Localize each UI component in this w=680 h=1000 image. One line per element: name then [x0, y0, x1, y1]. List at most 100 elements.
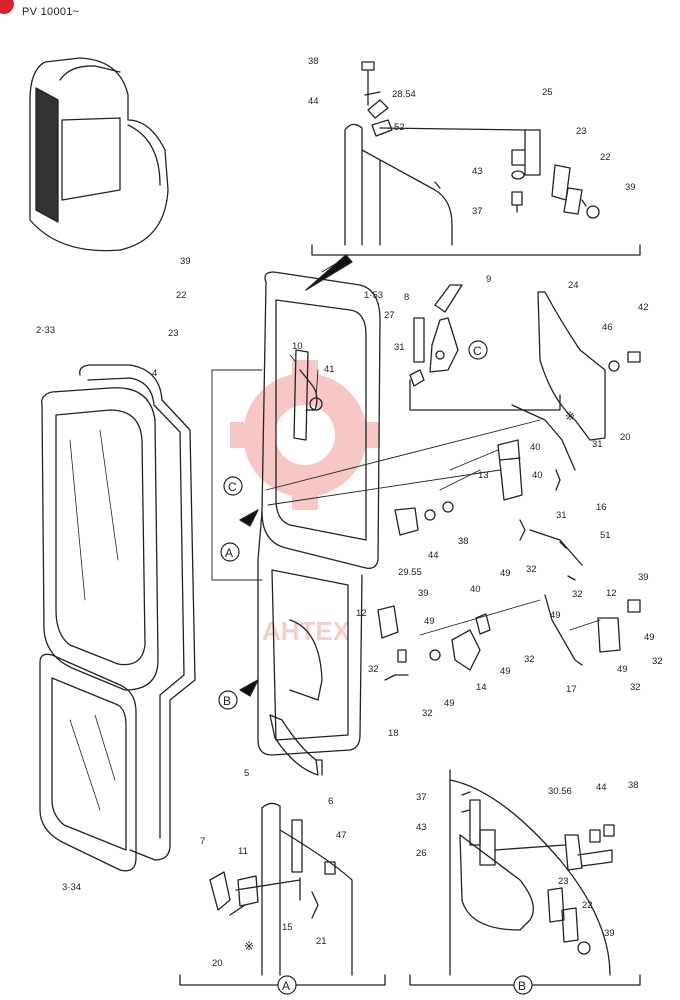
- callout-c31a: 31: [394, 342, 405, 353]
- callout-c49e: 49: [500, 666, 511, 677]
- ref-circle-c-left: [223, 476, 243, 496]
- callout-c4: 4: [152, 368, 157, 379]
- callout-c42: 42: [638, 302, 649, 313]
- leader-lines: [211, 257, 601, 636]
- callout-c22b: 22: [176, 290, 187, 301]
- callout-c20b: 20: [212, 958, 223, 969]
- callout-c32d: 32: [368, 664, 379, 675]
- ref-circle-a: [220, 542, 240, 562]
- callout-c5: 5: [244, 768, 249, 779]
- corner-badge: [0, 0, 14, 14]
- watermark-gear: [230, 360, 380, 510]
- view-arrow-a: [239, 509, 259, 527]
- callout-c23a: 23: [576, 126, 587, 137]
- callout-c9: 9: [486, 274, 491, 285]
- callout-c31c: 31: [556, 510, 567, 521]
- callout-c44b: 44: [428, 550, 439, 561]
- callout-c49a: 49: [500, 568, 511, 579]
- callout-c7: 7: [200, 836, 205, 847]
- ref-circle-c-right: [468, 340, 488, 360]
- callout-c49g: 49: [617, 664, 628, 675]
- callout-c32e: 32: [524, 654, 535, 665]
- detail-view-b: [409, 769, 641, 986]
- glass-panel-lower: [39, 653, 137, 872]
- callout-c43b: 43: [416, 822, 427, 833]
- callout-c22a: 22: [600, 152, 611, 163]
- ref-circle-c-right-label: C: [473, 344, 482, 358]
- callout-c22c: 22: [582, 900, 593, 911]
- callout-c10: 10: [292, 341, 303, 352]
- callout-c37b: 37: [416, 792, 427, 803]
- callout-c16: 16: [596, 502, 607, 513]
- callout-c20a: 20: [620, 432, 631, 443]
- callout-c12a: 12: [356, 608, 367, 619]
- callout-c49b: 49: [550, 610, 561, 621]
- callout-c23b: 23: [168, 328, 179, 339]
- callout-c47: 47: [336, 830, 347, 841]
- callout-c26: 26: [416, 848, 427, 859]
- ref-circle-a-bottom-label: A: [282, 979, 290, 993]
- callout-c21: 21: [316, 936, 327, 947]
- callout-c27: 27: [384, 310, 395, 321]
- bottom-rail-part: [269, 714, 323, 776]
- callout-c14: 14: [476, 682, 487, 693]
- callout-c6: 6: [328, 796, 333, 807]
- latch-linkage-parts: [377, 284, 641, 681]
- callout-c3056: 30.56: [548, 786, 572, 797]
- callout-c39c: 39: [418, 588, 429, 599]
- ref-circle-a-bottom: [277, 975, 297, 995]
- reference-circles: A B C C A B: [218, 340, 533, 995]
- ref-circle-b-bottom: [513, 975, 533, 995]
- callout-c38c: 38: [628, 780, 639, 791]
- callout-c32a: 32: [526, 564, 537, 575]
- callout-c24: 24: [568, 280, 579, 291]
- asterisk-note-2: ※: [244, 939, 254, 953]
- callout-c32f: 32: [422, 708, 433, 719]
- callout-c40c: 40: [470, 584, 481, 595]
- callout-c49f: 49: [444, 698, 455, 709]
- seal-frame: [79, 364, 196, 861]
- callout-c39e: 39: [604, 928, 615, 939]
- callout-c15: 15: [282, 922, 293, 933]
- callout-c2955: 29.55: [398, 567, 422, 578]
- detail-view-a: [179, 802, 386, 986]
- machine-thumbnail: [29, 57, 169, 252]
- callout-c13: 13: [478, 470, 489, 481]
- ref-circle-b-bottom-label: B: [518, 979, 526, 993]
- callout-c17: 17: [566, 684, 577, 695]
- callout-c18: 18: [388, 728, 399, 739]
- callout-c334: 3·34: [62, 882, 81, 893]
- callout-c37a: 37: [472, 206, 483, 217]
- callout-c40b: 40: [532, 470, 543, 481]
- callout-c23c: 23: [558, 876, 569, 887]
- ref-circle-c-left-label: C: [228, 480, 237, 494]
- view-arrow-b: [239, 679, 259, 697]
- callout-c39b: 39: [180, 256, 191, 267]
- callout-c25: 25: [542, 87, 553, 98]
- ref-circle-b-label: B: [223, 694, 231, 708]
- callout-c38b: 38: [458, 536, 469, 547]
- callout-c233: 2·33: [36, 325, 55, 336]
- callout-c38a: 38: [308, 56, 319, 67]
- callout-c52: 52: [394, 122, 405, 133]
- callout-c51: 51: [600, 530, 611, 541]
- callout-c39a: 39: [625, 182, 636, 193]
- callout-c11: 11: [238, 846, 248, 857]
- callout-c39d: 39: [638, 572, 649, 583]
- glass-panel-upper: [41, 387, 159, 691]
- callout-c32b: 32: [572, 589, 583, 600]
- callout-c49d: 49: [644, 632, 655, 643]
- asterisk-note-1: ※: [565, 409, 575, 423]
- callout-c49c: 49: [424, 616, 435, 627]
- callout-c43a: 43: [472, 166, 483, 177]
- callout-c153: 1·53: [364, 290, 383, 301]
- callout-c31b: 31: [592, 439, 603, 450]
- callout-c32g: 32: [630, 682, 641, 693]
- ref-circle-a-label: A: [225, 546, 233, 560]
- callout-c46: 46: [602, 322, 613, 333]
- callout-c32c: 32: [652, 656, 663, 667]
- callout-c44a: 44: [308, 96, 319, 107]
- door-frame: [257, 271, 381, 756]
- model-range-header: PV 10001~: [22, 6, 80, 18]
